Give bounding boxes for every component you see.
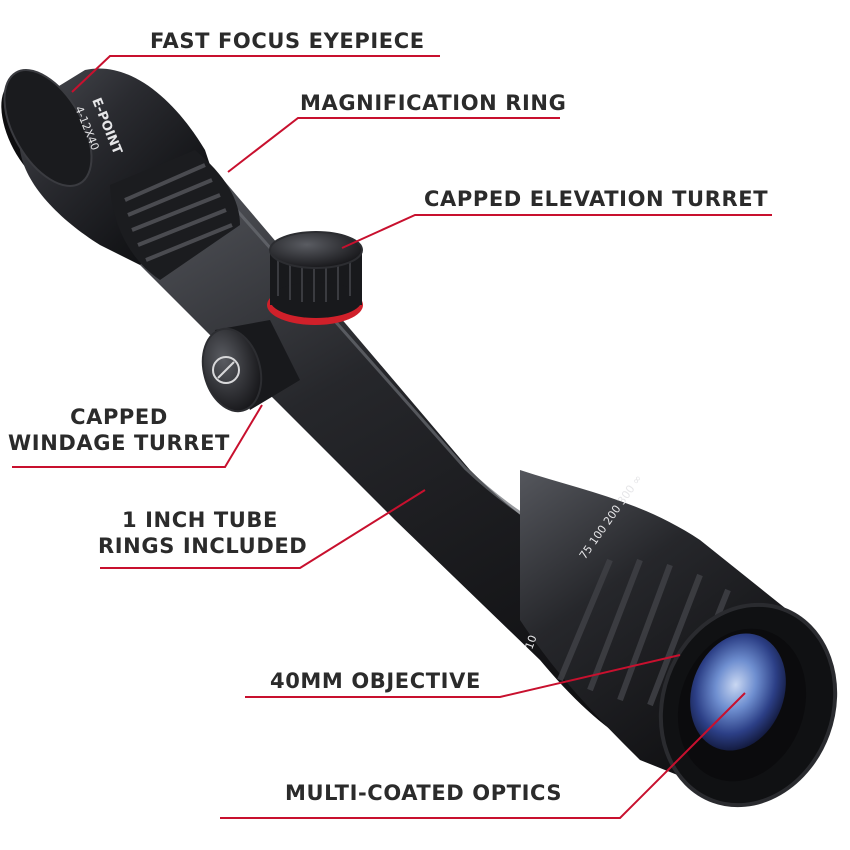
leader-magnification	[227, 117, 560, 173]
objective-lens	[658, 602, 838, 808]
callout-40mm-objective: 40MM OBJECTIVE	[270, 669, 481, 693]
callout-1-inch-tube: 1 INCH TUBE RINGS INCLUDED	[98, 507, 308, 559]
leader-elevation	[341, 214, 772, 249]
leader-windage	[12, 404, 263, 468]
leader-objective	[245, 654, 681, 698]
leader-tube	[100, 489, 426, 569]
callout-magnification-ring: MAGNIFICATION RING	[300, 91, 567, 115]
leader-lines	[12, 55, 772, 819]
leader-eyepiece	[71, 55, 440, 93]
callout-tube-line-1: 1 INCH TUBE	[122, 508, 278, 532]
callout-multi-coated-optics: MULTI-COATED OPTICS	[285, 781, 563, 805]
callout-capped-windage-turret: CAPPED WINDAGE TURRET	[8, 404, 230, 456]
magnification-ring	[110, 150, 240, 280]
callout-fast-focus-eyepiece: FAST FOCUS EYEPIECE	[150, 29, 425, 53]
callout-tube-line-2: RINGS INCLUDED	[98, 534, 308, 558]
windage-turret	[201, 320, 300, 413]
leader-optics	[220, 692, 746, 819]
focus-mark: 10	[523, 633, 540, 651]
callout-windage-line-1: CAPPED	[70, 405, 168, 429]
callout-capped-elevation-turret: CAPPED ELEVATION TURRET	[424, 187, 769, 211]
callout-windage-line-2: WINDAGE TURRET	[8, 431, 230, 455]
elevation-turret	[267, 231, 363, 325]
